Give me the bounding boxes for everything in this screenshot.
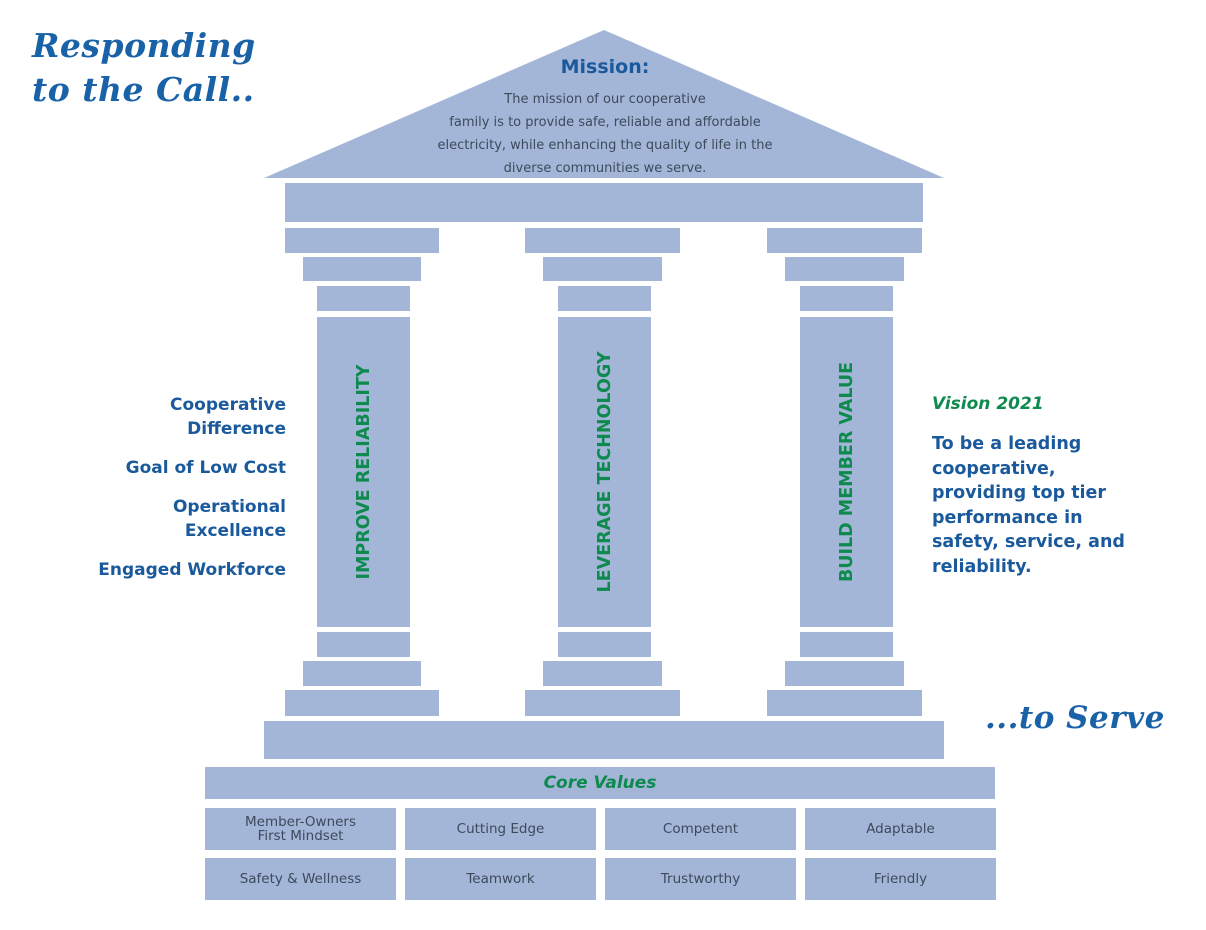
base-neck [800,632,893,657]
core-value-cell: Teamwork [405,858,596,900]
pillar-label: BUILD MEMBER VALUE [836,361,857,583]
principle-item: Engaged Workforce [98,558,286,582]
mission-text: The mission of our cooperative family is… [405,88,805,180]
base-neck [317,632,410,657]
principle-line: Engaged Workforce [98,560,286,580]
principle-line: Operational [172,497,286,517]
capital-neck [558,286,651,311]
core-value-cell: Adaptable [805,808,996,850]
mission-line: family is to provide safe, reliable and … [449,115,761,130]
base-middle [303,661,421,686]
principles-list: Cooperative Difference Goal of Low Cost … [98,393,286,597]
pillar-shaft [558,317,651,627]
capital-middle [785,257,904,281]
core-value-cell: Competent [605,808,796,850]
base-neck [558,632,651,657]
capital-middle [543,257,662,281]
mission-line: The mission of our cooperative [504,92,706,107]
vision-line: To be a leading [932,434,1082,454]
capital-middle [303,257,421,281]
core-value-line: Trustworthy [660,871,741,887]
vision-line: safety, service, and [932,532,1125,552]
core-value-cell: Friendly [805,858,996,900]
vision-text: To be a leading cooperative, providing t… [932,432,1192,579]
vision-line: cooperative, [932,458,1056,479]
core-value-line: Adaptable [866,821,935,837]
base-bottom [767,690,922,716]
pillar-label: IMPROVE RELIABILITY [353,364,374,580]
core-value-line: Teamwork [466,871,535,887]
mission-line: electricity, while enhancing the quality… [437,138,773,153]
temple-roof [264,30,944,178]
principle-item: Operational Excellence [98,495,286,543]
capital-top [767,228,922,253]
capital-neck [800,286,893,311]
principle-line: Excellence [184,521,286,541]
pillar-label: LEVERAGE TECHNOLOGY [594,351,615,593]
core-value-line: Member-Owners [244,814,357,830]
vision-line: reliability. [932,556,1032,577]
core-value-cell: Trustworthy [605,858,796,900]
pillar-shaft [317,317,410,627]
principle-item: Cooperative Difference [98,393,286,441]
headline-line-1: Responding [32,26,256,65]
core-value-line: Friendly [873,871,928,887]
tagline-to-serve: ...to Serve [985,700,1165,736]
stylobate [264,721,944,759]
principle-line: Goal of Low Cost [125,458,286,478]
entablature [285,183,923,222]
headline: Responding to the Call.. [32,24,256,112]
principle-line: Cooperative [170,395,286,415]
principle-line: Difference [187,419,286,439]
core-value-cell: Safety & Wellness [205,858,396,900]
base-middle [785,661,904,686]
capital-top [525,228,680,253]
vision-line: performance in [932,507,1083,528]
principle-item: Goal of Low Cost [98,456,286,480]
core-value-line: Cutting Edge [456,821,545,837]
mission-title: Mission: [560,56,650,78]
vision-title: Vision 2021 [932,394,1044,414]
capital-neck [317,286,410,311]
base-middle [543,661,662,686]
core-value-line: Competent [662,821,739,837]
capital-top [285,228,439,253]
core-value-line: First Mindset [257,828,344,844]
core-value-line: Safety & Wellness [239,871,362,887]
base-bottom [525,690,680,716]
headline-line-2: to the Call.. [32,70,255,109]
vision-line: providing top tier [932,483,1107,503]
core-value-cell: Cutting Edge [405,808,596,850]
core-values-title: Core Values [205,767,995,799]
base-bottom [285,690,439,716]
mission-line: diverse communities we serve. [503,161,707,176]
pillar-shaft [800,317,893,627]
